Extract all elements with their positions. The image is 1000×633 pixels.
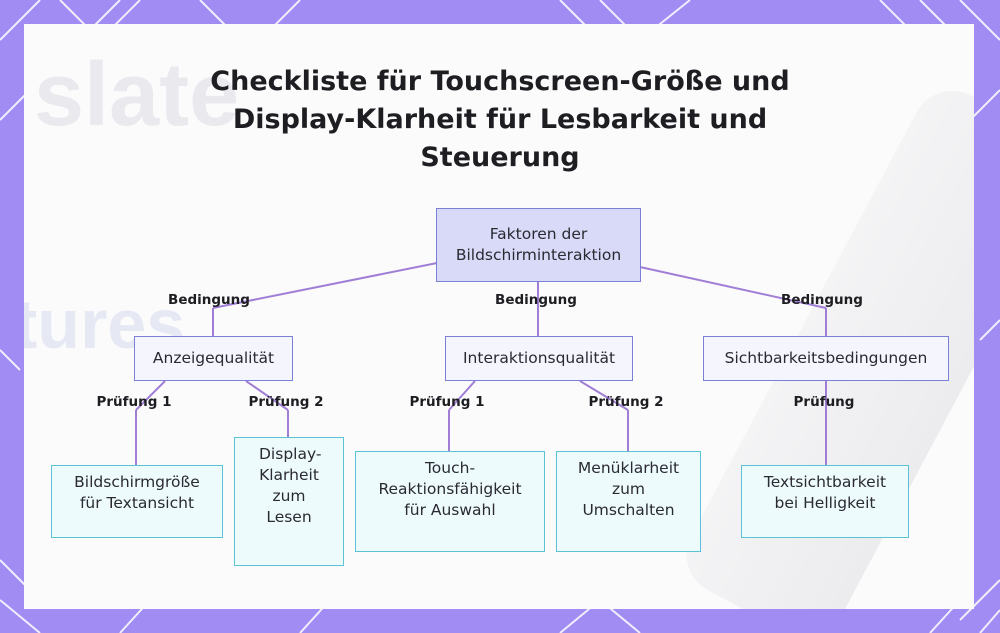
leaf-touch-reaktion-label: Touch-Reaktionsfähigkeit für Auswahl [378,459,522,519]
edge-label-pruefung-2a: Prüfung 2 [248,394,324,410]
edge-label-pruefung-1b: Prüfung 1 [409,394,485,410]
leaf-display-klarheit-label: Display-Klarheit zum Lesen [259,445,322,526]
node-interaktionsqualitaet: Interaktionsqualität [445,336,633,381]
edge-label-bedingung-1: Bedingung [168,292,250,308]
node-interaktionsqualitaet-label: Interaktionsqualität [462,349,616,367]
edge-label-bedingung-2: Bedingung [495,292,577,308]
root-node: Faktoren der Bildschirminteraktion [436,208,641,282]
edge-interaktion-menue [579,380,629,411]
leaf-bildschirmgroesse-label: Bildschirmgröße für Textansicht [74,473,200,512]
node-anzeigequalitaet-label: Anzeigequalität [152,349,275,367]
leaf-bildschirmgroesse: Bildschirmgröße für Textansicht [51,465,223,538]
node-sichtbarkeitsbedingungen-label: Sichtbarkeitsbedingungen [724,349,928,367]
edge-label-pruefung-1a: Prüfung 1 [96,394,172,410]
edge-label-pruefung-c: Prüfung [793,394,855,410]
leaf-menueklarheit: Menüklarheit zum Umschalten [556,451,701,552]
leaf-textsichtbarkeit: Textsichtbarkeit bei Helligkeit [741,465,909,538]
edge-label-bedingung-3: Bedingung [781,292,863,308]
diagram-title: Checkliste für Touchscreen-Größe und Dis… [210,66,790,173]
background-ghost-text: slate [34,45,240,145]
edge-anzeige-displayklarheit [245,380,289,411]
edge-root-anzeige [212,262,438,309]
root-node-label: Faktoren der Bildschirminteraktion [455,225,622,264]
edge-root-sichtbarkeit [639,266,827,309]
edge-label-pruefung-2b: Prüfung 2 [588,394,664,410]
leaf-menueklarheit-label: Menüklarheit zum Umschalten [577,459,680,519]
leaf-textsichtbarkeit-label: Textsichtbarkeit bei Helligkeit [763,473,887,512]
edge-interaktion-touch [448,380,476,411]
leaf-display-klarheit: Display-Klarheit zum Lesen [234,437,344,566]
leaf-touch-reaktion: Touch-Reaktionsfähigkeit für Auswahl [355,451,545,552]
edge-anzeige-bildschirmgroesse [135,380,166,411]
node-anzeigequalitaet: Anzeigequalität [134,336,293,381]
node-sichtbarkeitsbedingungen: Sichtbarkeitsbedingungen [703,336,949,381]
